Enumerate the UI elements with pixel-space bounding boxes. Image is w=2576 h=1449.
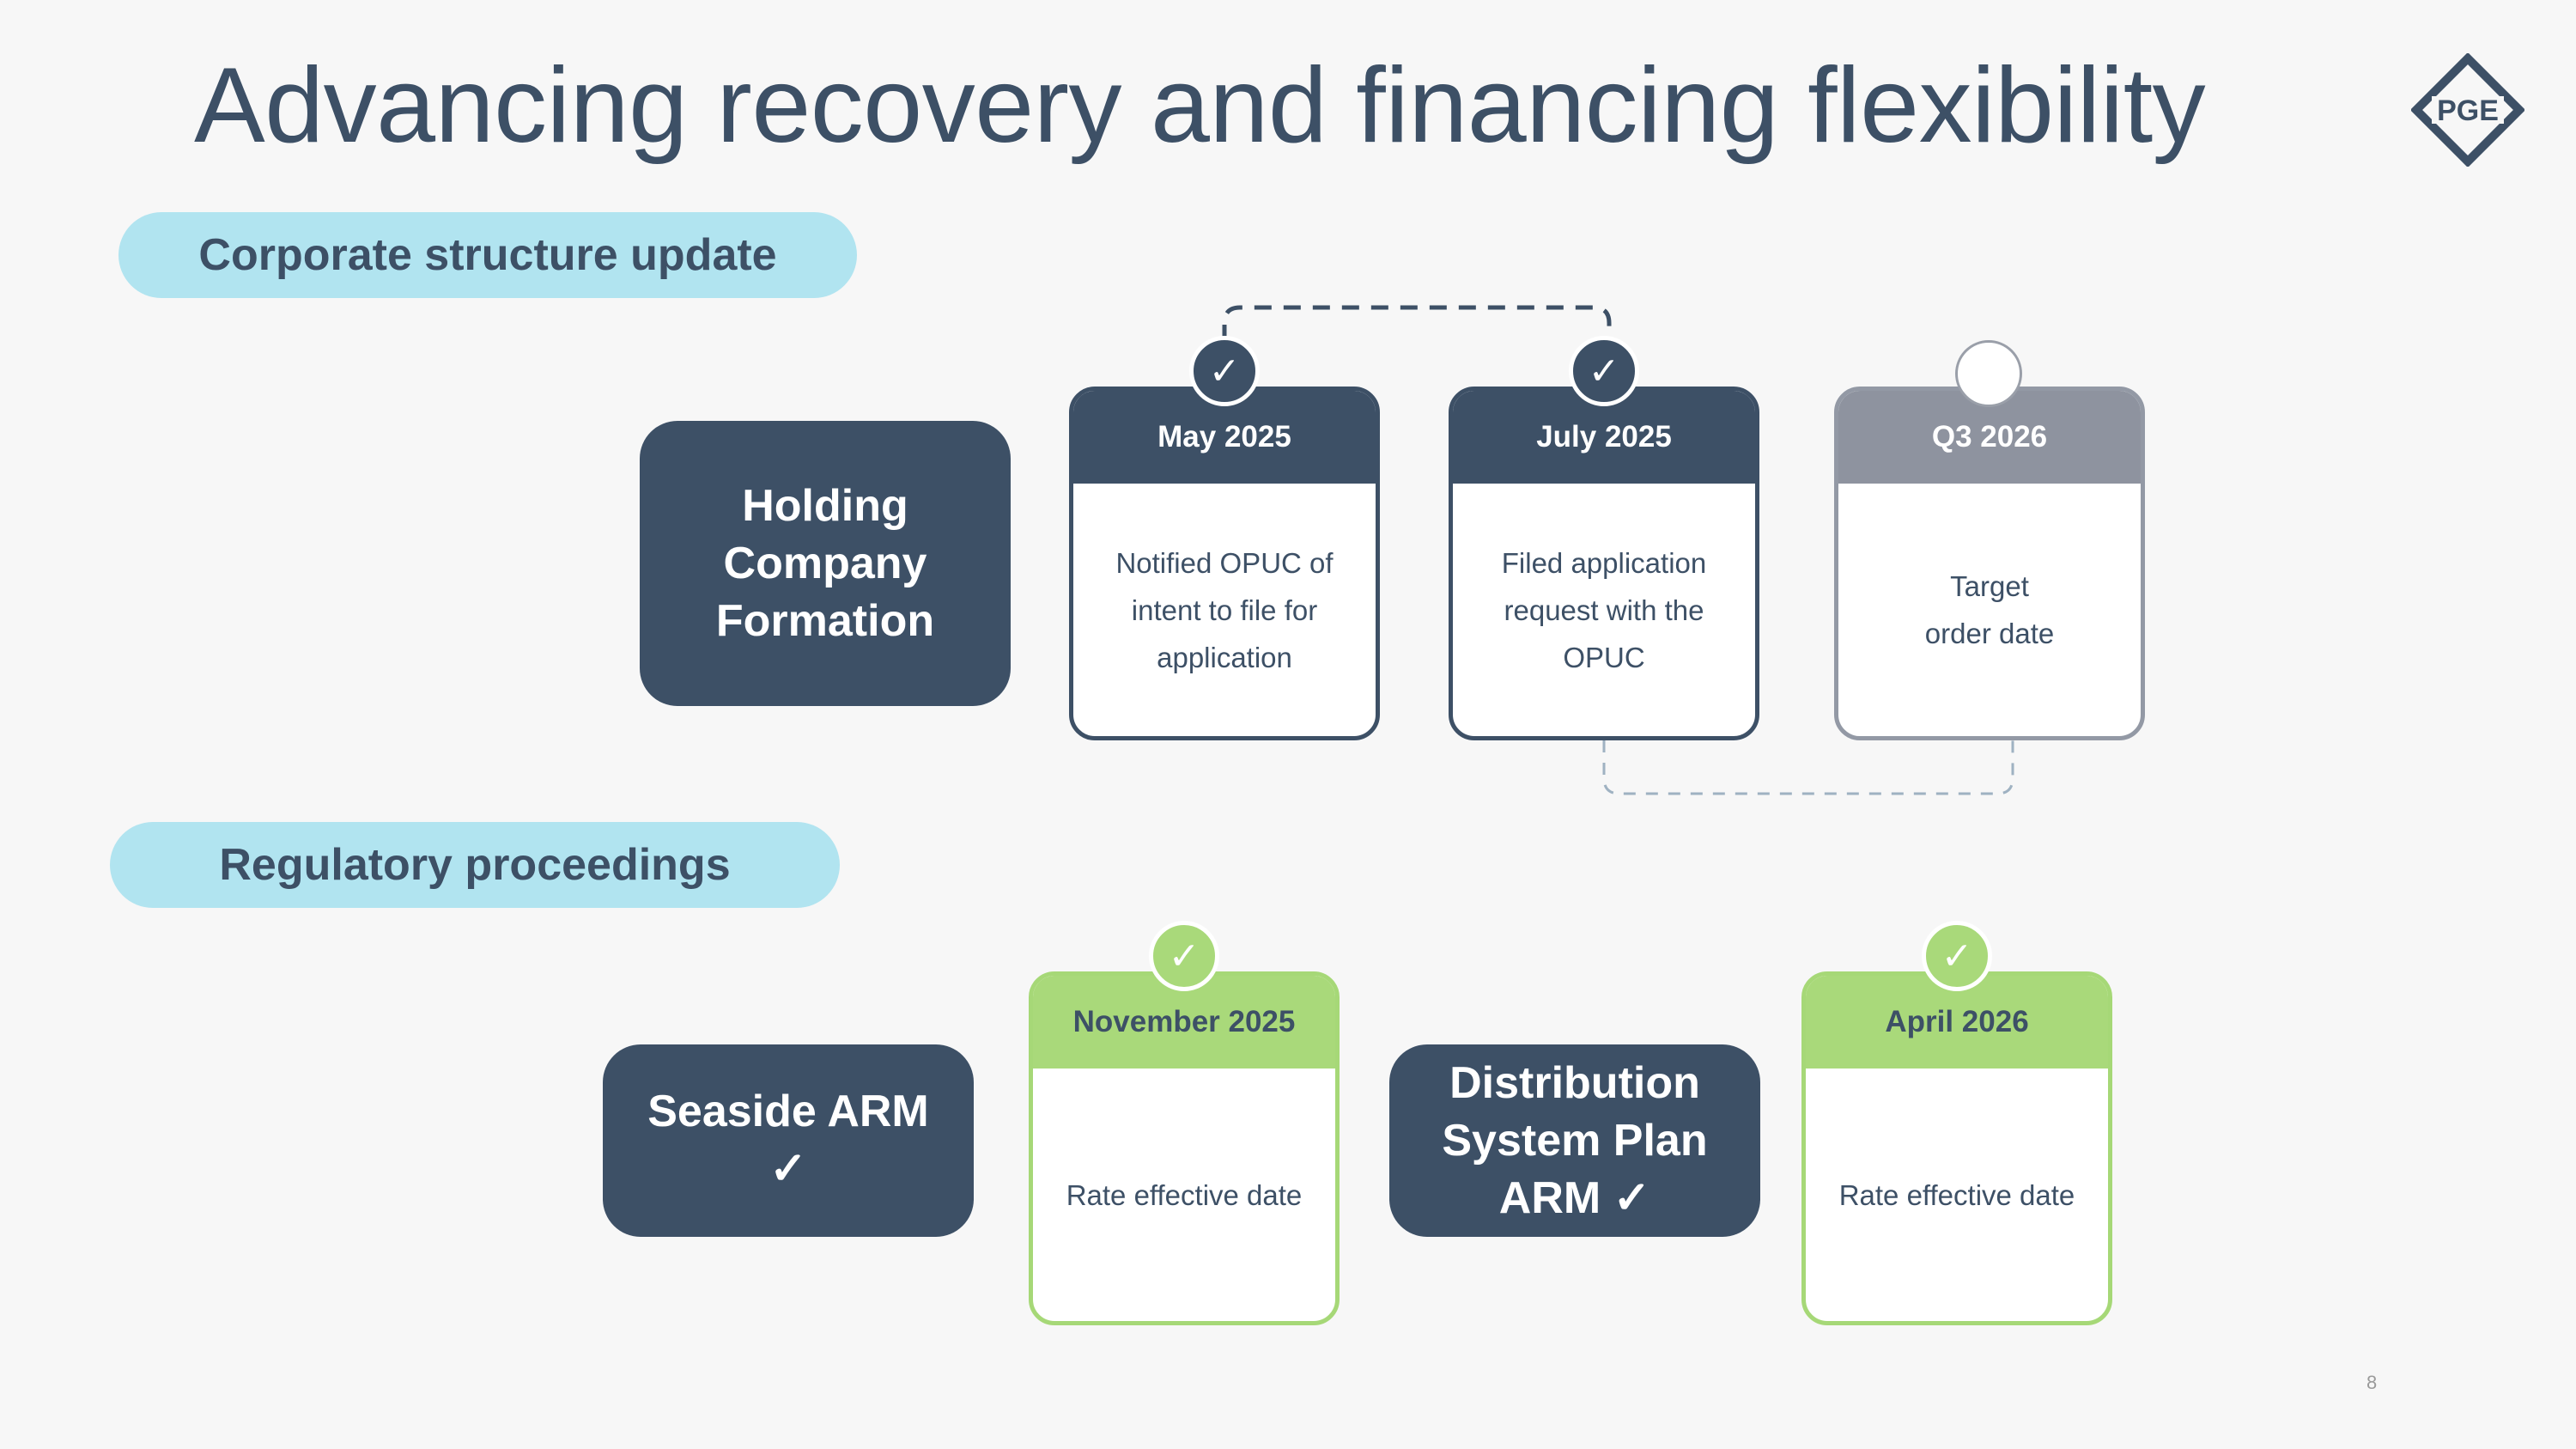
milestone-card-may-2025: May 2025 Notified OPUC of intent to file…	[1069, 387, 1380, 740]
slide-title: Advancing recovery and financing flexibi…	[194, 46, 2206, 165]
milestone-card-q3-2026: Q3 2026 Target order date	[1834, 387, 2145, 740]
milestone-text: Notified OPUC of intent to file for appl…	[1115, 546, 1334, 673]
milestone-card-april-2026: April 2026 Rate effective date	[1801, 971, 2112, 1325]
milestone-text: Rate effective date	[1066, 1178, 1303, 1211]
milestone-text: Filed application request with the OPUC	[1501, 546, 1707, 673]
holding-line-3: Formation	[715, 595, 935, 646]
pge-logo: PGE	[2411, 53, 2524, 167]
milestone-date: July 2025	[1453, 391, 1755, 484]
milestone-date: May 2025	[1073, 391, 1376, 484]
dsp-line-1: Distribution	[1449, 1057, 1700, 1108]
dashed-connector-bottom	[1602, 740, 2014, 795]
section-pill-corporate: Corporate structure update	[118, 212, 857, 298]
dsp-line-3: ARM ✓	[1498, 1172, 1651, 1223]
milestone-card-november-2025: November 2025 Rate effective date	[1029, 971, 1340, 1325]
seaside-arm-box: Seaside ARM ✓	[603, 1044, 974, 1237]
holding-line-2: Company	[723, 538, 927, 588]
milestone-card-july-2025: July 2025 Filed application request with…	[1449, 387, 1759, 740]
page-number: 8	[2366, 1372, 2378, 1393]
milestone-text: Target order date	[1924, 570, 2055, 649]
holding-company-box: Holding Company Formation	[640, 421, 1011, 706]
check-icon: ✓	[769, 1144, 807, 1194]
seaside-label: Seaside ARM	[647, 1087, 929, 1136]
check-icon: ✓	[1189, 336, 1260, 406]
holding-line-1: Holding	[742, 480, 908, 531]
milestone-date: April 2026	[1806, 976, 2108, 1068]
distribution-system-plan-box: Distribution System Plan ARM ✓	[1389, 1044, 1760, 1237]
milestone-date: November 2025	[1033, 976, 1335, 1068]
logo-text: PGE	[2437, 94, 2499, 127]
check-icon: ✓	[1922, 921, 1992, 991]
milestone-text: Rate effective date	[1838, 1178, 2075, 1211]
check-icon: ✓	[1569, 336, 1639, 406]
empty-circle-icon	[1955, 340, 2022, 407]
section-pill-regulatory: Regulatory proceedings	[110, 822, 840, 908]
dsp-line-2: System Plan	[1442, 1115, 1708, 1166]
check-icon: ✓	[1149, 921, 1219, 991]
dashed-connector-top	[1222, 305, 1612, 342]
